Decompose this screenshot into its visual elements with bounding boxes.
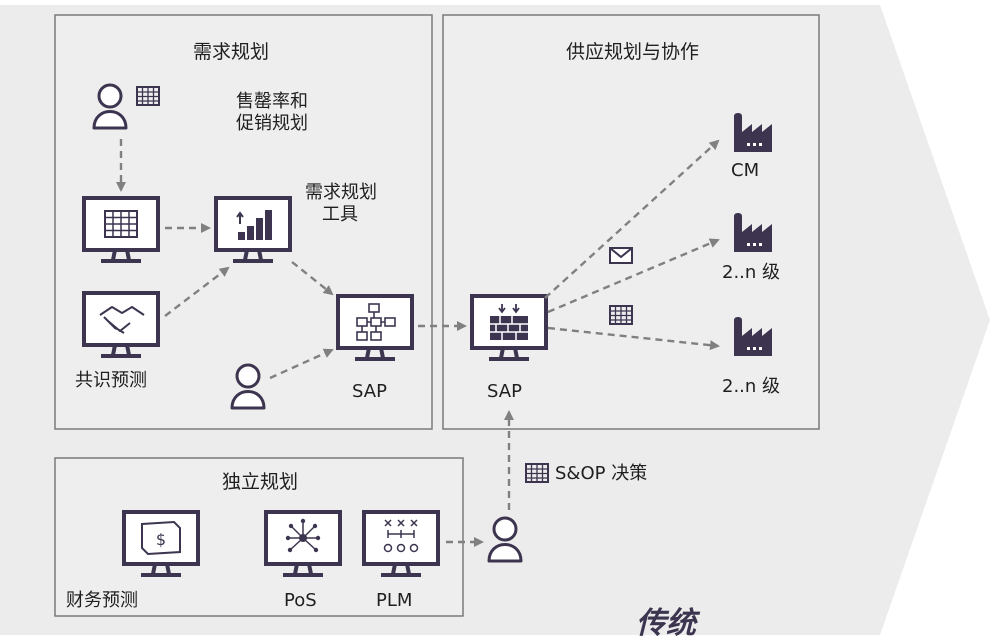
sap-flowchart-monitor-icon (336, 294, 414, 363)
arrow-consensus-to-tool (164, 266, 230, 317)
consensus-forecast-label: 共识预测 (75, 370, 147, 391)
sellthrough-label-line1: 售罄率和 (236, 91, 308, 112)
flow-arrows (116, 139, 720, 547)
factory-label-cm: CM (731, 160, 760, 181)
svg-text:$: $ (156, 530, 166, 549)
supply-sap-label: SAP (487, 381, 522, 402)
supply-planning-panel (442, 14, 820, 430)
envelope-icon (609, 247, 633, 264)
arrow-sap-to-tier2-a (547, 238, 720, 314)
planning-tool-label-line1: 需求规划 (305, 182, 377, 203)
pos-network-monitor-icon (264, 510, 342, 579)
factory-label-tier2-a: 2..n 级 (722, 262, 781, 283)
demand-panel-title: 需求规划 (193, 41, 270, 63)
finance-forecast-label: 财务预测 (66, 590, 138, 611)
sellthrough-label-line2: 促销规划 (236, 113, 308, 134)
independent-panel-title: 独立规划 (222, 471, 299, 493)
planning-tool-label-line2: 工具 (322, 204, 358, 225)
arrow-sap-to-tier2-b (547, 326, 720, 351)
arrow-sap-to-cm (544, 139, 720, 299)
plm-label: PLM (376, 590, 413, 611)
plm-monitor-icon (362, 510, 440, 579)
handshake-monitor-icon (82, 291, 160, 360)
demand-sap-label: SAP (352, 381, 387, 402)
supply-sap-monitor-icon (470, 294, 548, 363)
spreadsheet-monitor-icon (82, 196, 160, 265)
factory-label-tier2-b: 2..n 级 (722, 376, 781, 397)
sop-decision-label: S&OP 决策 (555, 463, 648, 484)
arrow-tool-to-sap (291, 261, 334, 296)
pos-label: PoS (284, 590, 317, 611)
finance-monitor-icon: $ (122, 510, 200, 579)
planning-tool-monitor-icon (214, 196, 292, 265)
traditional-label: 传统 (636, 606, 696, 641)
supply-panel-title: 供应规划与协作 (566, 41, 700, 63)
